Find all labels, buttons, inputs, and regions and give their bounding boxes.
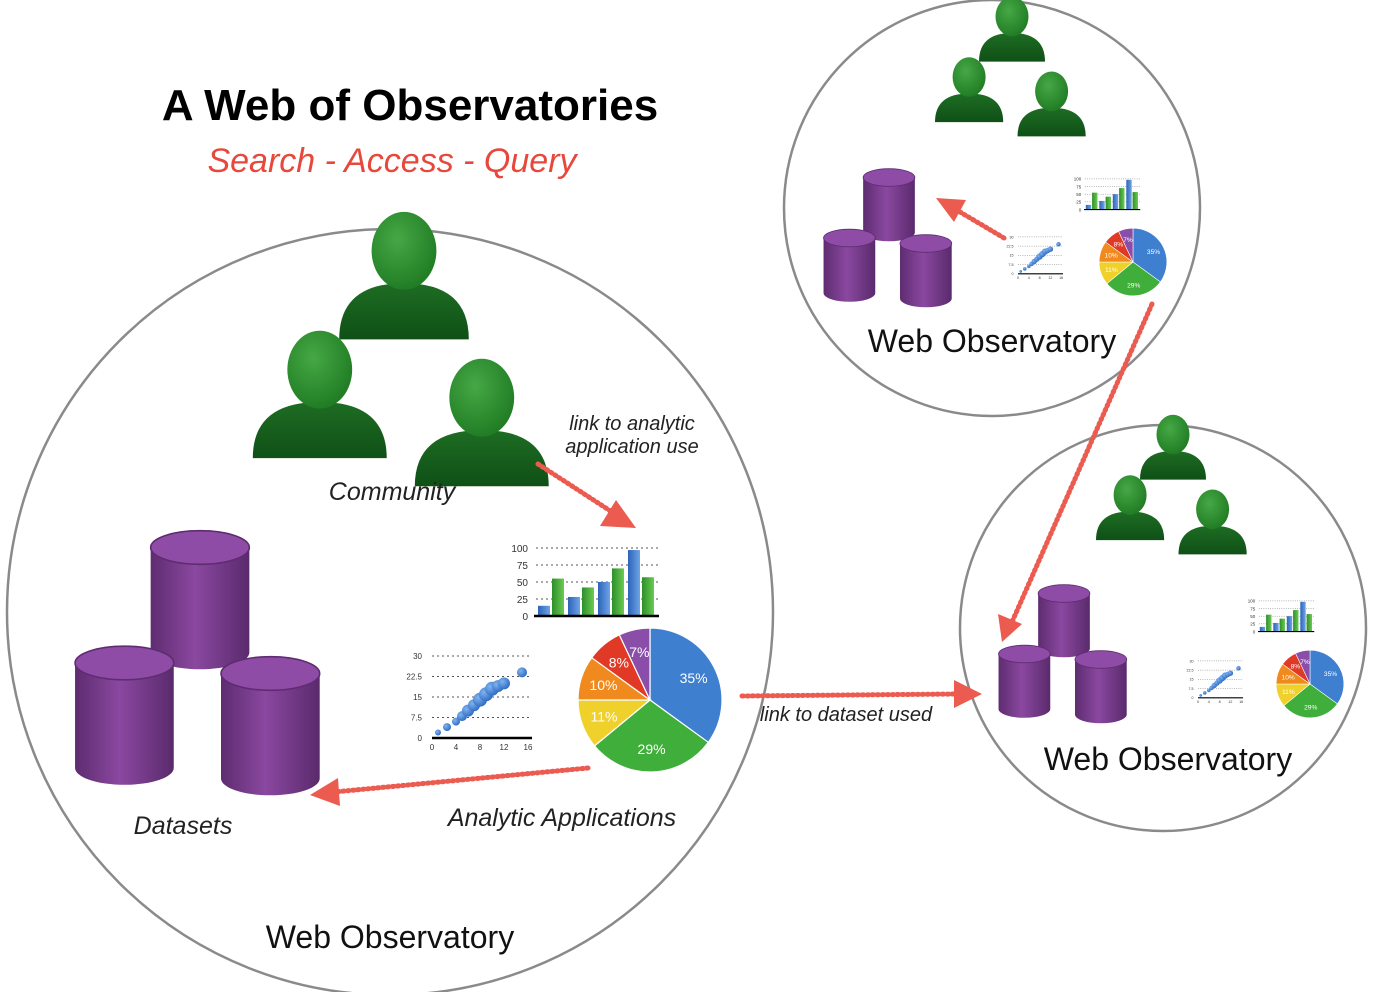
arrow-top-right-to-bottom-right [1009, 301, 1155, 625]
analytic-applications-label: Analytic Applications [446, 804, 676, 832]
arrow-analytics-to-datasets [331, 765, 591, 795]
observatory-circle-top-right [782, 0, 1202, 418]
arrow-community-to-analytics [535, 461, 615, 515]
page-title: A Web of Observatories [162, 81, 658, 130]
arrowhead-top-right-to-bottom-right [998, 614, 1022, 642]
datasets-cylinders-main [75, 531, 320, 796]
link-dataset-label: link to dataset used [760, 704, 933, 726]
top-right-observatory-label: Web Observatory [868, 323, 1116, 359]
page-subtitle: Search - Access - Query [207, 142, 578, 180]
arrowhead-community-to-analytics [600, 500, 636, 528]
arrow-main-to-bottom-right-datasets [739, 691, 959, 699]
pie-chart-top-right [1098, 227, 1168, 297]
pie-chart-main [577, 627, 723, 773]
community-people-top-right [935, 0, 1086, 137]
datasets-label: Datasets [134, 812, 233, 840]
link-analytic-label-line2: application use [565, 436, 698, 458]
community-label: Community [329, 478, 457, 506]
main-observatory-label: Web Observatory [266, 919, 514, 955]
datasets-cylinders-top-right [824, 169, 952, 308]
bar-chart-bottom-right [1247, 598, 1315, 635]
bar-chart-main [510, 542, 661, 625]
observatory-circle-main [5, 227, 775, 992]
pie-chart-bottom-right [1275, 649, 1345, 719]
link-analytic-label-line1: link to analytic [569, 413, 695, 435]
bar-chart-top-right [1073, 176, 1141, 213]
arrowhead-top-right-analytics-to-datasets [936, 198, 966, 222]
scatter-chart-top-right [1005, 234, 1064, 281]
scatter-chart-bottom-right [1185, 658, 1244, 705]
arrowhead-main-to-bottom-right [954, 680, 982, 708]
bottom-right-observatory-label: Web Observatory [1044, 741, 1292, 777]
arrowhead-analytics-to-datasets [310, 778, 340, 806]
scatter-chart-main [405, 650, 535, 754]
arrow-top-right-analytics-to-datasets [957, 209, 1007, 241]
community-people-main [252, 211, 549, 487]
